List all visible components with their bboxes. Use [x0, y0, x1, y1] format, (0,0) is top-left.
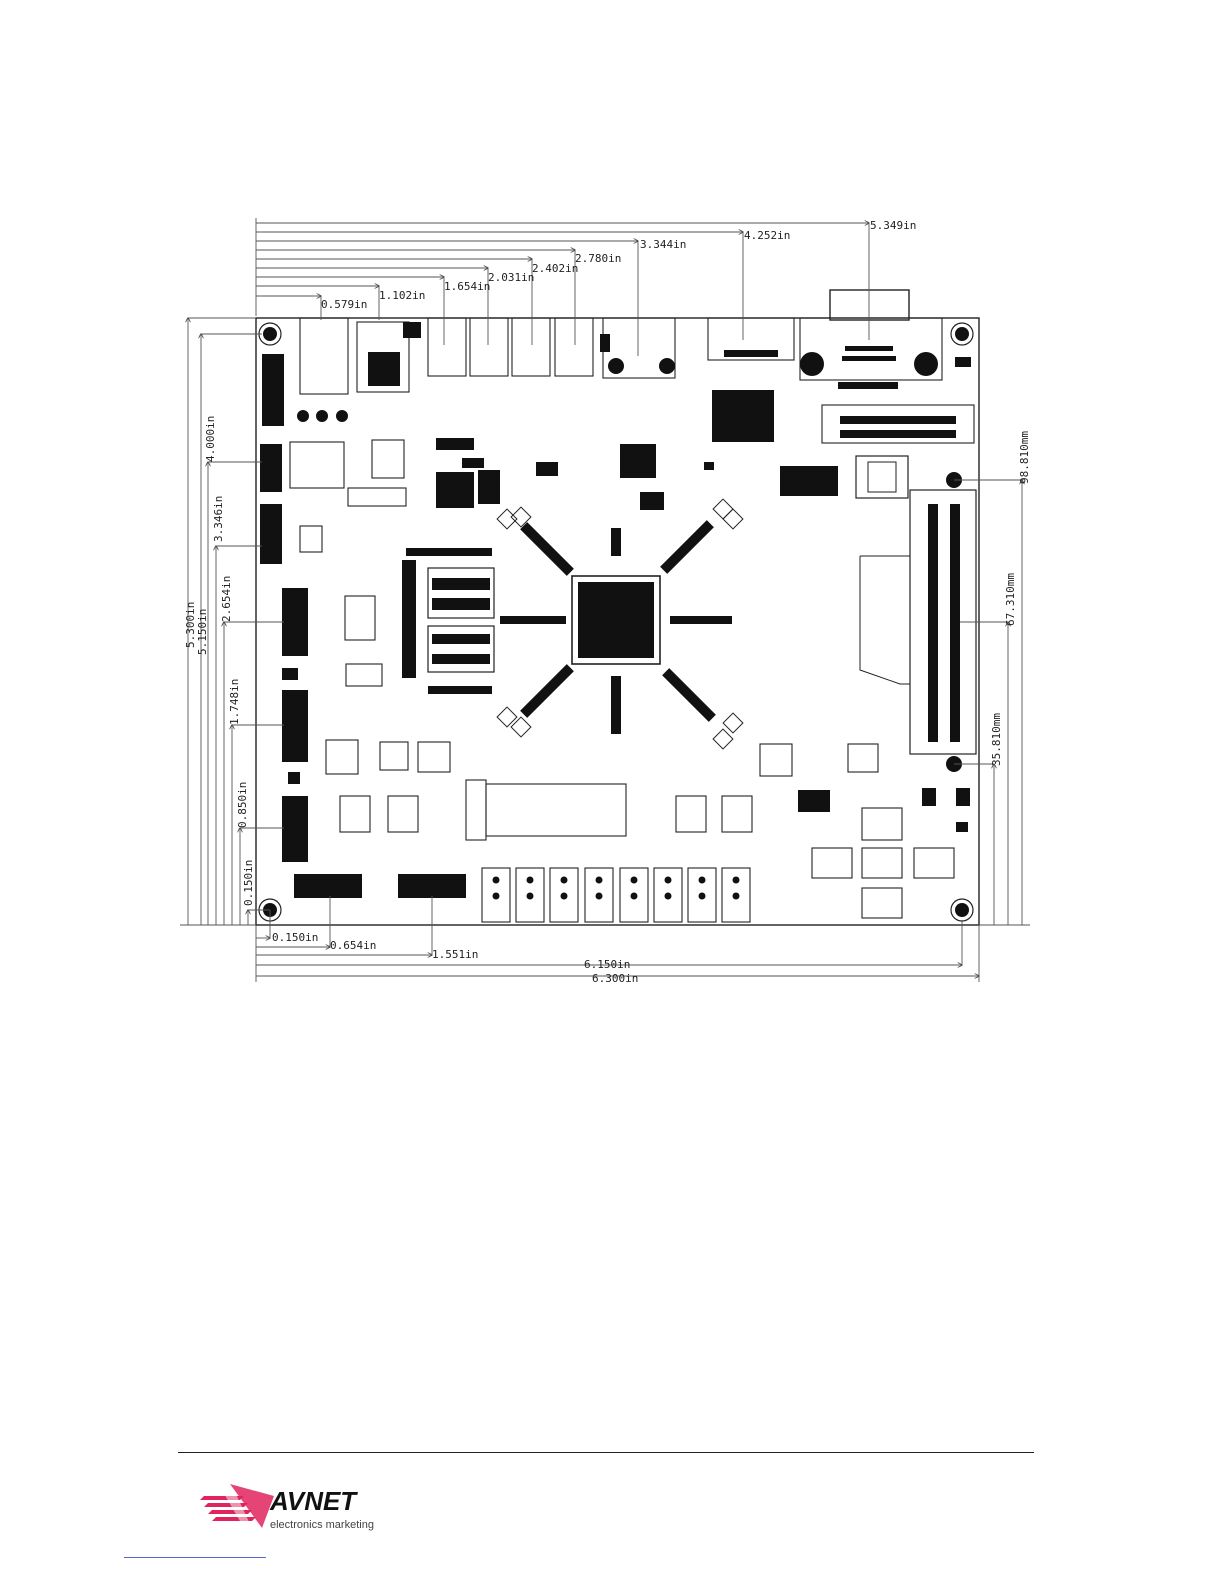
switch-bank-dots	[493, 877, 740, 900]
fpga-decoupling	[402, 528, 732, 734]
logo-brand: AVNET	[269, 1486, 358, 1516]
dim-left-4: 3.346in	[212, 496, 225, 542]
avnet-logo: AVNET electronics marketing	[200, 1466, 400, 1536]
dim-left-2: 5.150in	[196, 609, 209, 655]
avnet-chevron-icon	[200, 1484, 274, 1528]
dim-left-6: 1.748in	[228, 679, 241, 725]
dim-bottom-5: 6.300in	[592, 972, 638, 985]
dim-left-8: 0.150in	[242, 860, 255, 906]
right-dimension-labels: 98.810mm 67.310mm 35.810mm	[990, 431, 1031, 766]
dim-top-3: 1.654in	[444, 280, 490, 293]
switch-bank	[482, 868, 750, 922]
top-connectors	[300, 318, 974, 443]
dim-top-5: 2.402in	[532, 262, 578, 275]
dim-top-9: 5.349in	[870, 219, 916, 232]
dim-right-1: 98.810mm	[1018, 431, 1031, 484]
dim-right-3: 35.810mm	[990, 713, 1003, 766]
dim-left-5: 2.654in	[220, 576, 233, 622]
dim-bottom-4: 6.150in	[584, 958, 630, 971]
memory-devices	[428, 568, 494, 672]
dim-left-3: 4.000in	[204, 416, 217, 462]
bottom-components	[340, 744, 878, 840]
dim-top-1: 0.579in	[321, 298, 367, 311]
dim-top-6: 2.780in	[575, 252, 621, 265]
footer-rule	[178, 1452, 1034, 1453]
pushbuttons	[812, 808, 954, 918]
dim-top-4: 2.031in	[488, 271, 534, 284]
dim-bottom-2: 0.654in	[330, 939, 376, 952]
left-dimension-labels: 5.300in 5.150in 4.000in 3.346in 2.654in …	[184, 416, 255, 906]
dim-bottom-1: 0.150in	[272, 931, 318, 944]
top-connector-details	[297, 322, 971, 478]
power-components	[290, 440, 450, 774]
top-dimension-labels: 0.579in 1.102in 1.654in 2.031in 2.402in …	[321, 219, 916, 311]
dim-right-2: 67.310mm	[1004, 573, 1017, 626]
module-connector	[856, 456, 976, 754]
connector-pin-rows	[838, 346, 956, 438]
right-dimension-lines	[954, 480, 1030, 925]
link-underline[interactable]	[124, 1557, 266, 1558]
fpga-bga	[572, 576, 660, 664]
dim-top-2: 1.102in	[379, 289, 425, 302]
dim-left-7: 0.850in	[236, 782, 249, 828]
dim-top-7: 3.344in	[640, 238, 686, 251]
bottom-dimension-labels: 0.150in 0.654in 1.551in 6.150in 6.300in	[272, 931, 638, 985]
dim-bottom-3: 1.551in	[432, 948, 478, 961]
logo-tagline: electronics marketing	[270, 1519, 374, 1531]
dim-top-8: 4.252in	[744, 229, 790, 242]
